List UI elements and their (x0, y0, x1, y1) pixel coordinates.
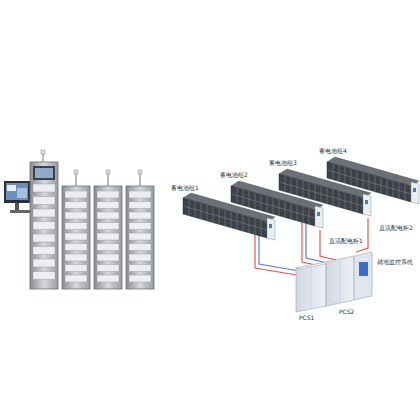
illustration-part (35, 168, 53, 178)
illustration-part (296, 262, 330, 269)
illustration-part (138, 170, 142, 174)
illustration-part (354, 252, 372, 300)
illustration-part (267, 218, 275, 240)
illustration-part (183, 198, 267, 238)
illustration-part (340, 260, 341, 303)
illustration-part (269, 224, 272, 228)
illustration-part (33, 197, 55, 205)
illustration-part (97, 233, 119, 240)
illustration-part (33, 247, 55, 255)
part-label: 蓄电池组2 (219, 171, 249, 178)
illustration-part (65, 265, 87, 272)
illustration-part (97, 265, 119, 272)
illustration-part (129, 212, 151, 219)
part-label: 直流配电柜2 (378, 224, 414, 231)
illustration-part (33, 184, 55, 192)
part-label: 就地监控系统 (376, 258, 414, 265)
illustration-part (65, 254, 87, 261)
illustration-part (129, 233, 151, 240)
part-label: 蓄电池组3 (268, 159, 298, 166)
illustration-part (97, 244, 119, 251)
illustration-part (363, 194, 371, 216)
illustration-part (94, 186, 122, 289)
illustration-part (15, 203, 19, 211)
illustration-part (365, 200, 368, 204)
illustration-part (7, 185, 16, 191)
illustration-part (129, 275, 151, 282)
illustration-part (296, 252, 372, 312)
illustration-part (129, 265, 151, 272)
illustration-part (65, 202, 87, 209)
illustration-part (311, 266, 312, 309)
illustration-part (33, 222, 55, 230)
illustration-part (129, 223, 151, 230)
illustration-part (129, 244, 151, 251)
illustration-part (41, 150, 45, 154)
illustration-part (411, 182, 419, 204)
illustration-part (183, 206, 267, 230)
illustration-part (97, 254, 119, 261)
illustration-part (65, 244, 87, 251)
illustration-part (106, 170, 110, 174)
part-label: 直流配电柜1 (328, 237, 364, 244)
illustration-part (33, 166, 55, 180)
illustration-part (315, 206, 323, 228)
part-label: 蓄电池组4 (318, 147, 348, 154)
illustration-part (183, 157, 419, 240)
illustration-part (413, 188, 416, 192)
illustration-part (17, 188, 27, 198)
illustration-part (317, 212, 320, 216)
part-label: PCS2 (338, 308, 355, 315)
illustration-part (6, 183, 28, 200)
illustration-part (33, 170, 154, 289)
illustration-part (129, 202, 151, 209)
illustration-part (65, 223, 87, 230)
illustration-part (97, 202, 119, 209)
illustration-part (65, 191, 87, 198)
illustration-part (65, 212, 87, 219)
illustration-part (65, 275, 87, 282)
illustration-part (326, 256, 354, 306)
illustration-part (97, 212, 119, 219)
illustration-part (97, 223, 119, 230)
illustration-part (33, 234, 55, 242)
part-label: 蓄电池组1 (170, 184, 200, 191)
illustration-part (320, 230, 336, 260)
illustration-part (33, 209, 55, 217)
illustration-part (33, 272, 55, 280)
illustration-part (97, 275, 119, 282)
illustration-part (97, 191, 119, 198)
illustration-part (356, 218, 368, 252)
illustration-part (62, 186, 90, 289)
illustration-part (4, 150, 58, 289)
illustration-part (74, 170, 78, 174)
illustration-part (4, 181, 30, 203)
illustration-part (296, 262, 326, 312)
illustration-part (65, 233, 87, 240)
illustration-part (129, 254, 151, 261)
illustration-part (10, 210, 30, 213)
illustration-part (359, 262, 368, 276)
illustration-part (129, 191, 151, 198)
illustration-part (30, 162, 58, 289)
part-label: PCS1 (298, 314, 315, 321)
illustration-part (126, 186, 154, 289)
illustration-part (33, 259, 55, 267)
